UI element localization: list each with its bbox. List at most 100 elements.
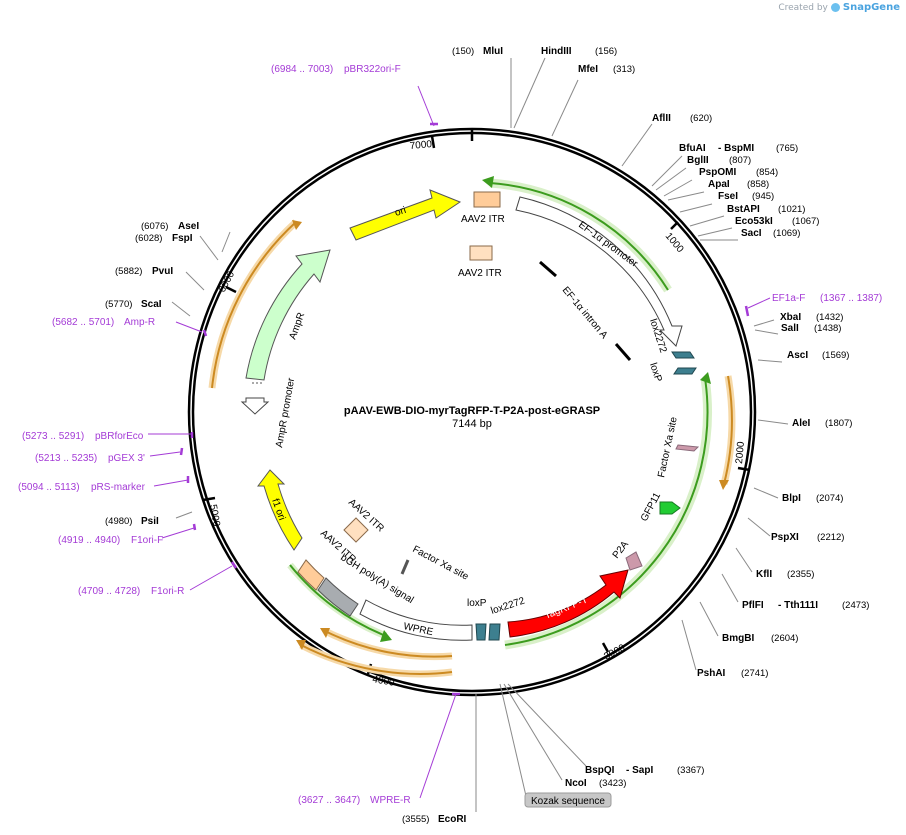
feature-factor-xa-bottom[interactable] <box>400 559 410 575</box>
site-name-pspxi[interactable]: PspXI <box>771 532 799 543</box>
primer-range-ef1a-f: (1367 .. 1387) <box>820 293 882 304</box>
site-name-hindiii[interactable]: HindIII <box>541 46 572 57</box>
site-name-xbai[interactable]: XbaI <box>780 312 801 323</box>
feature-ampr[interactable] <box>245 249 331 381</box>
orf-arrow-top <box>482 176 494 188</box>
site-pos-hindiii: (156) <box>595 46 617 57</box>
site-name-asei[interactable]: AseI <box>178 221 199 232</box>
site-name-bfuai[interactable]: BfuAI <box>679 143 706 154</box>
kozak-badge[interactable] <box>524 792 612 808</box>
site-name-pspomi[interactable]: PspOMI <box>699 167 736 178</box>
site-name-asci[interactable]: AscI <box>787 350 808 361</box>
site-name-bspmi[interactable]: - BspMI <box>718 143 754 154</box>
site-name-sali[interactable]: SalI <box>781 323 799 334</box>
site-name-tth111i[interactable]: - Tth111I <box>778 600 818 611</box>
feature-lox2272-bottom[interactable] <box>488 623 501 641</box>
orf-orange-arrow-bottom1 <box>320 628 330 638</box>
feature-p2a[interactable] <box>625 551 643 571</box>
feature-gfp11[interactable] <box>659 501 681 515</box>
feature-aav2-itr-bottom1[interactable] <box>297 559 325 591</box>
primer-name-pgex3[interactable]: pGEX 3' <box>108 453 145 464</box>
primer-name-amp-r[interactable]: Amp-R <box>124 317 155 328</box>
feature-wpre[interactable] <box>359 599 473 641</box>
site-name-saci[interactable]: SacI <box>741 228 762 239</box>
site-name-sapi[interactable]: - SapI <box>626 765 653 776</box>
feature-bgh-polya[interactable] <box>317 577 359 617</box>
site-pos-pvui: (5882) <box>115 266 142 277</box>
site-name-psii[interactable]: PsiI <box>141 516 159 527</box>
site-name-pflfi[interactable]: PflFI <box>742 600 764 611</box>
feature-aav2-itr-top[interactable] <box>473 191 501 208</box>
primer-range-prs-marker: (5094 .. 5113) <box>18 482 80 493</box>
orf-arc-right-orange <box>723 375 733 485</box>
feature-lox2272-top[interactable] <box>671 351 695 359</box>
feature-aav2-itr-bottom2[interactable] <box>343 517 369 543</box>
plasmid-size: 7144 bp <box>452 418 492 430</box>
site-pos-asci: (1569) <box>822 350 849 361</box>
site-name-scai[interactable]: ScaI <box>141 299 162 310</box>
site-pos-mlui: (150) <box>452 46 474 57</box>
site-pos-pflfi: (2473) <box>842 600 869 611</box>
primer-name-f1ori-f[interactable]: F1ori-F <box>131 535 163 546</box>
tick-7000 <box>430 135 436 149</box>
primer-name-pbrforeco[interactable]: pBRforEco <box>95 431 144 442</box>
tick-label-1000: 1000 <box>663 231 686 255</box>
feature-aav2-itr-top2[interactable] <box>469 245 493 261</box>
orf-arc-left <box>211 221 297 389</box>
feature-loxp-top[interactable] <box>673 367 697 375</box>
primer-name-ef1a-f[interactable]: EF1a-F <box>772 293 805 304</box>
site-name-eco53ki[interactable]: Eco53kI <box>735 216 773 227</box>
feature-ampr-promoter[interactable] <box>240 397 270 415</box>
feature-ef1a-promoter[interactable] <box>515 196 683 347</box>
snapgene-brand: Created by SnapGene <box>778 2 900 13</box>
site-name-pshai[interactable]: PshAI <box>697 668 726 679</box>
site-pos-pspomi: (854) <box>756 167 778 178</box>
site-name-bspqi[interactable]: BspQI <box>585 765 615 776</box>
feature-loxp-bottom[interactable] <box>475 623 487 641</box>
site-name-bglii[interactable]: BglII <box>687 155 709 166</box>
site-pos-saci: (1069) <box>773 228 800 239</box>
site-pos-pshai: (2741) <box>741 668 768 679</box>
site-pos-apai: (858) <box>747 179 769 190</box>
feature-f1-ori[interactable] <box>257 469 303 551</box>
orf-arrow-bottom <box>380 630 392 642</box>
site-pos-bglii: (807) <box>729 155 751 166</box>
site-name-pvui[interactable]: PvuI <box>152 266 173 277</box>
site-name-apai[interactable]: ApaI <box>708 179 730 190</box>
site-name-bstapi[interactable]: BstAPI <box>727 204 760 215</box>
tick-label-2000: 2000 <box>734 441 747 465</box>
primer-name-f1ori-r[interactable]: F1ori-R <box>151 586 184 597</box>
site-name-fspi[interactable]: FspI <box>172 233 193 244</box>
feature-ef1a-intron-end[interactable] <box>614 343 632 361</box>
primer-name-wpre-r[interactable]: WPRE-R <box>370 795 411 806</box>
site-name-bmgbi[interactable]: BmgBI <box>722 633 754 644</box>
primer-name-prs-marker[interactable]: pRS-marker <box>91 482 146 493</box>
site-pos-bspqi: (3367) <box>677 765 704 776</box>
feature-ori[interactable] <box>349 189 462 241</box>
feature-tagrfp[interactable] <box>507 569 629 638</box>
primer-range-f1ori-f: (4919 .. 4940) <box>58 535 120 546</box>
feature-factor-xa-right[interactable] <box>675 444 700 452</box>
site-name-ecori[interactable]: EcoRI <box>438 814 467 825</box>
orf-arrowheads-orange <box>292 220 729 650</box>
site-name-ncoi[interactable]: NcoI <box>565 778 587 789</box>
site-name-mfei[interactable]: MfeI <box>578 64 598 75</box>
site-name-alei[interactable]: AleI <box>792 418 811 429</box>
feature-label-factor-xa-bottom: Factor Xa site <box>411 544 471 583</box>
site-pos-fspi: (6028) <box>135 233 162 244</box>
feature-ef1a-intron-start[interactable] <box>539 260 557 278</box>
site-name-aflii[interactable]: AflII <box>652 113 671 124</box>
site-pos-eco53ki: (1067) <box>792 216 819 227</box>
primer-marks <box>179 122 750 696</box>
orf-orange-arrow-bottom2 <box>296 640 306 650</box>
site-name-fsei[interactable]: FseI <box>718 191 738 202</box>
primer-leaders <box>148 85 771 799</box>
site-name-kfli[interactable]: KflI <box>756 569 772 580</box>
site-name-blpi[interactable]: BlpI <box>782 493 801 504</box>
primer-name-pbr322ori-f[interactable]: pBR322ori-F <box>344 64 401 75</box>
feature-label-ampr: AmpR <box>287 311 307 341</box>
site-name-mlui[interactable]: MluI <box>483 46 503 57</box>
tick-label-5000: 5000 <box>207 504 222 528</box>
primer-range-wpre-r: (3627 .. 3647) <box>298 795 360 806</box>
